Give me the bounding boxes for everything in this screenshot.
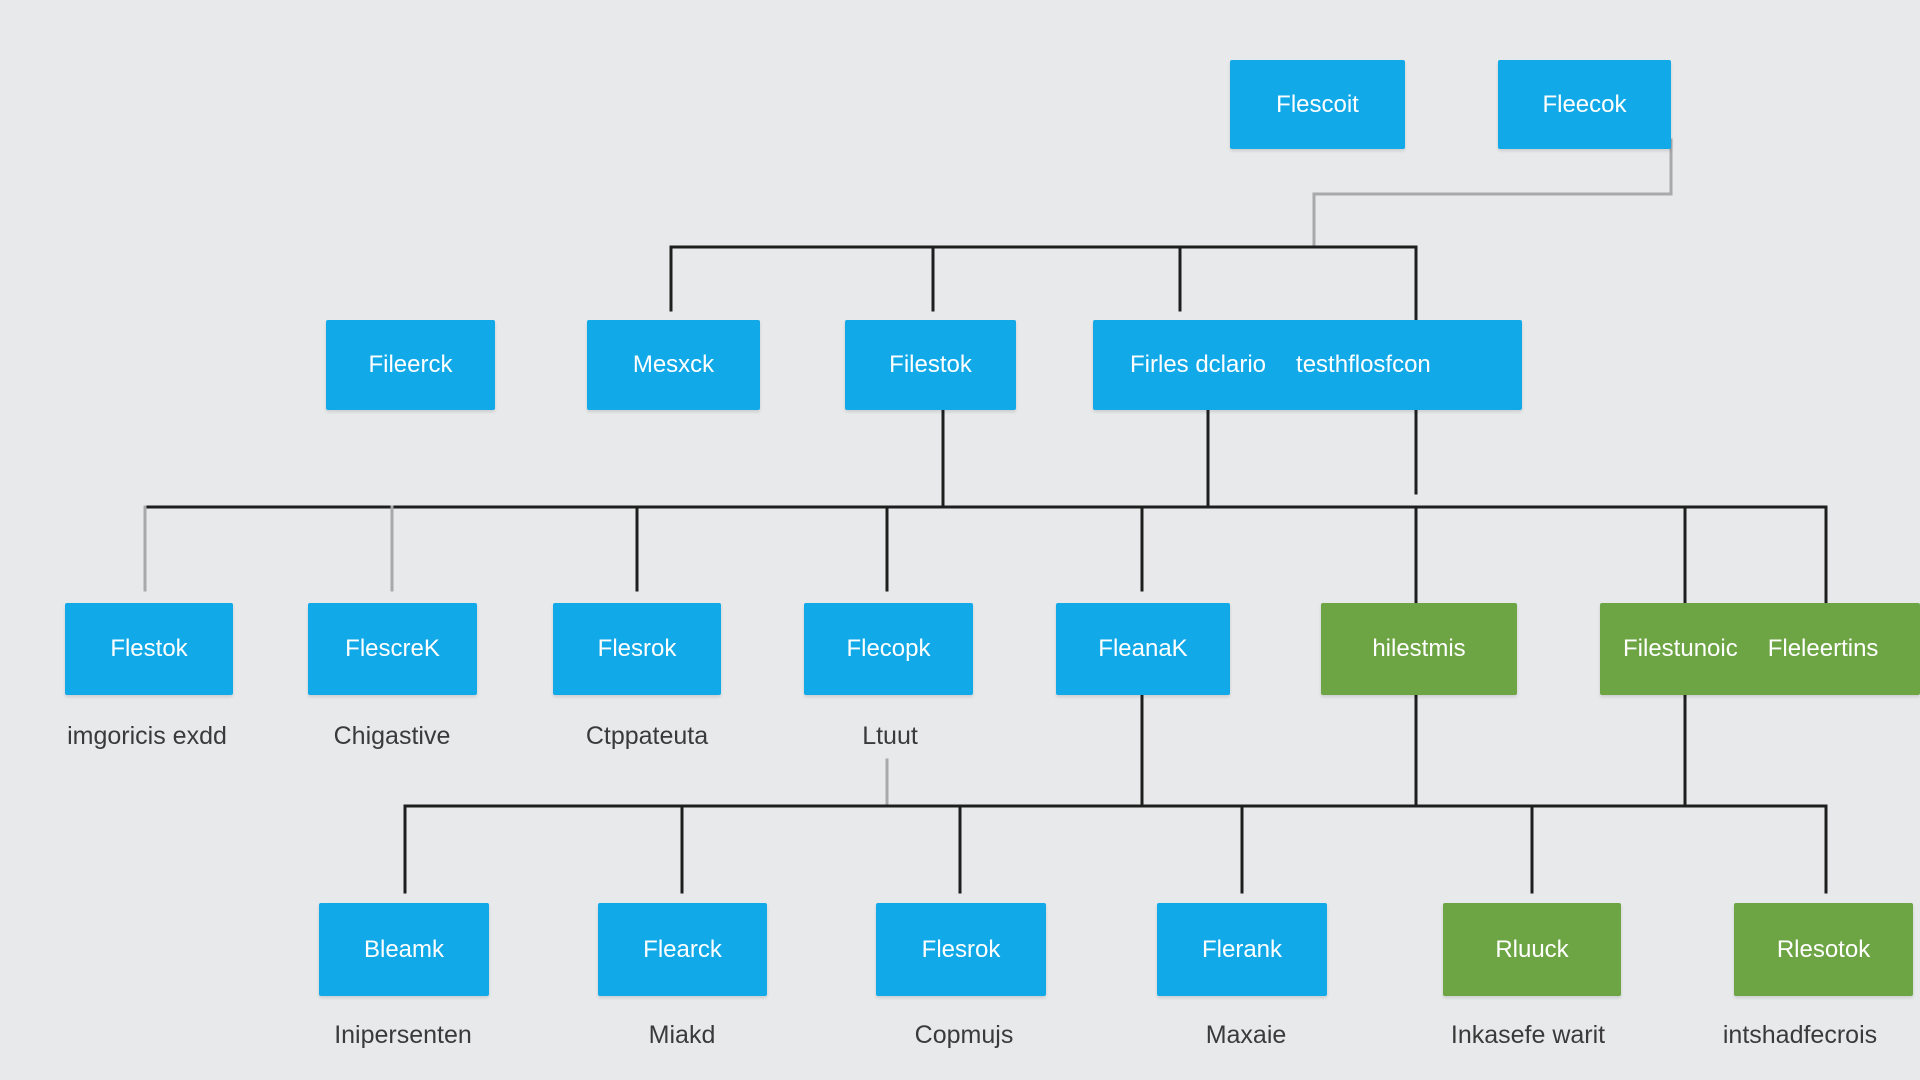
node-caption: Ltuut xyxy=(862,722,918,750)
node-top-1[interactable]: Flescoit xyxy=(1230,60,1405,149)
node-row3-3[interactable]: Flesrok xyxy=(553,603,721,695)
node-label: FlescreK xyxy=(345,635,440,662)
node-row4-6[interactable]: Rlesotok xyxy=(1734,903,1913,996)
node-row4-5[interactable]: Rluuck xyxy=(1443,903,1621,996)
node-label: Rlesotok xyxy=(1776,935,1871,963)
node-label: Fleecok xyxy=(1542,90,1627,118)
node-label: FleanaK xyxy=(1098,635,1188,662)
node-row4-3[interactable]: Flesrok xyxy=(876,903,1046,996)
node-mid-1[interactable]: Fileerck xyxy=(326,320,495,410)
node-label: Flecopk xyxy=(846,635,931,662)
node-mid-4[interactable]: Firles dclario testhflosfcon xyxy=(1093,320,1522,410)
node-label: Flerank xyxy=(1201,935,1283,963)
node-caption: intshadfecrois xyxy=(1722,1021,1878,1049)
node-row4-2[interactable]: Flearck xyxy=(598,903,767,996)
node-row3-4[interactable]: Flecopk xyxy=(804,603,973,695)
node-label: Flearck xyxy=(643,935,722,963)
node-row4-4[interactable]: Flerank xyxy=(1157,903,1327,996)
node-caption: Maxaie xyxy=(1205,1021,1287,1049)
node-label: Filestok xyxy=(889,351,972,378)
node-label: Rluuck xyxy=(1495,935,1569,963)
node-mid-2[interactable]: Mesxck xyxy=(587,320,760,410)
node-label: Firles dclario xyxy=(1130,351,1267,378)
node-label: Fileerck xyxy=(368,351,453,378)
node-row3-1[interactable]: Flestok xyxy=(65,603,233,695)
node-label: Mesxck xyxy=(632,351,715,378)
node-row3-5[interactable]: FleanaK xyxy=(1056,603,1230,695)
node-caption: Inkasefe warit xyxy=(1450,1021,1606,1049)
node-label: Flesrok xyxy=(921,935,1001,963)
node-label: Flestok xyxy=(110,635,188,662)
node-caption: Inipersenten xyxy=(334,1021,472,1049)
node-label-secondary: Fleleertins xyxy=(1767,635,1879,662)
node-top-2[interactable]: Fleecok xyxy=(1498,60,1671,149)
node-row3-2[interactable]: FlescreK xyxy=(308,603,477,695)
node-caption: Ctppateuta xyxy=(585,722,709,750)
node-label: Filestunoic xyxy=(1623,635,1738,662)
node-label-secondary: testhflosfcon xyxy=(1296,351,1431,378)
node-caption: imgoricis exdd xyxy=(67,722,227,750)
node-mid-3[interactable]: Filestok xyxy=(845,320,1016,410)
node-caption: Miakd xyxy=(648,1021,716,1049)
node-label: hilestmis xyxy=(1372,635,1466,662)
node-label: Flescoit xyxy=(1276,90,1359,118)
node-caption: Copmujs xyxy=(914,1021,1014,1049)
node-caption: Chigastive xyxy=(333,722,451,750)
node-row3-6[interactable]: hilestmis xyxy=(1321,603,1517,695)
node-row4-1[interactable]: Bleamk xyxy=(319,903,489,996)
node-label: Flesrok xyxy=(597,635,677,662)
node-label: Bleamk xyxy=(363,935,445,963)
node-row3-7[interactable]: Filestunoic Fleleertins xyxy=(1600,603,1920,695)
